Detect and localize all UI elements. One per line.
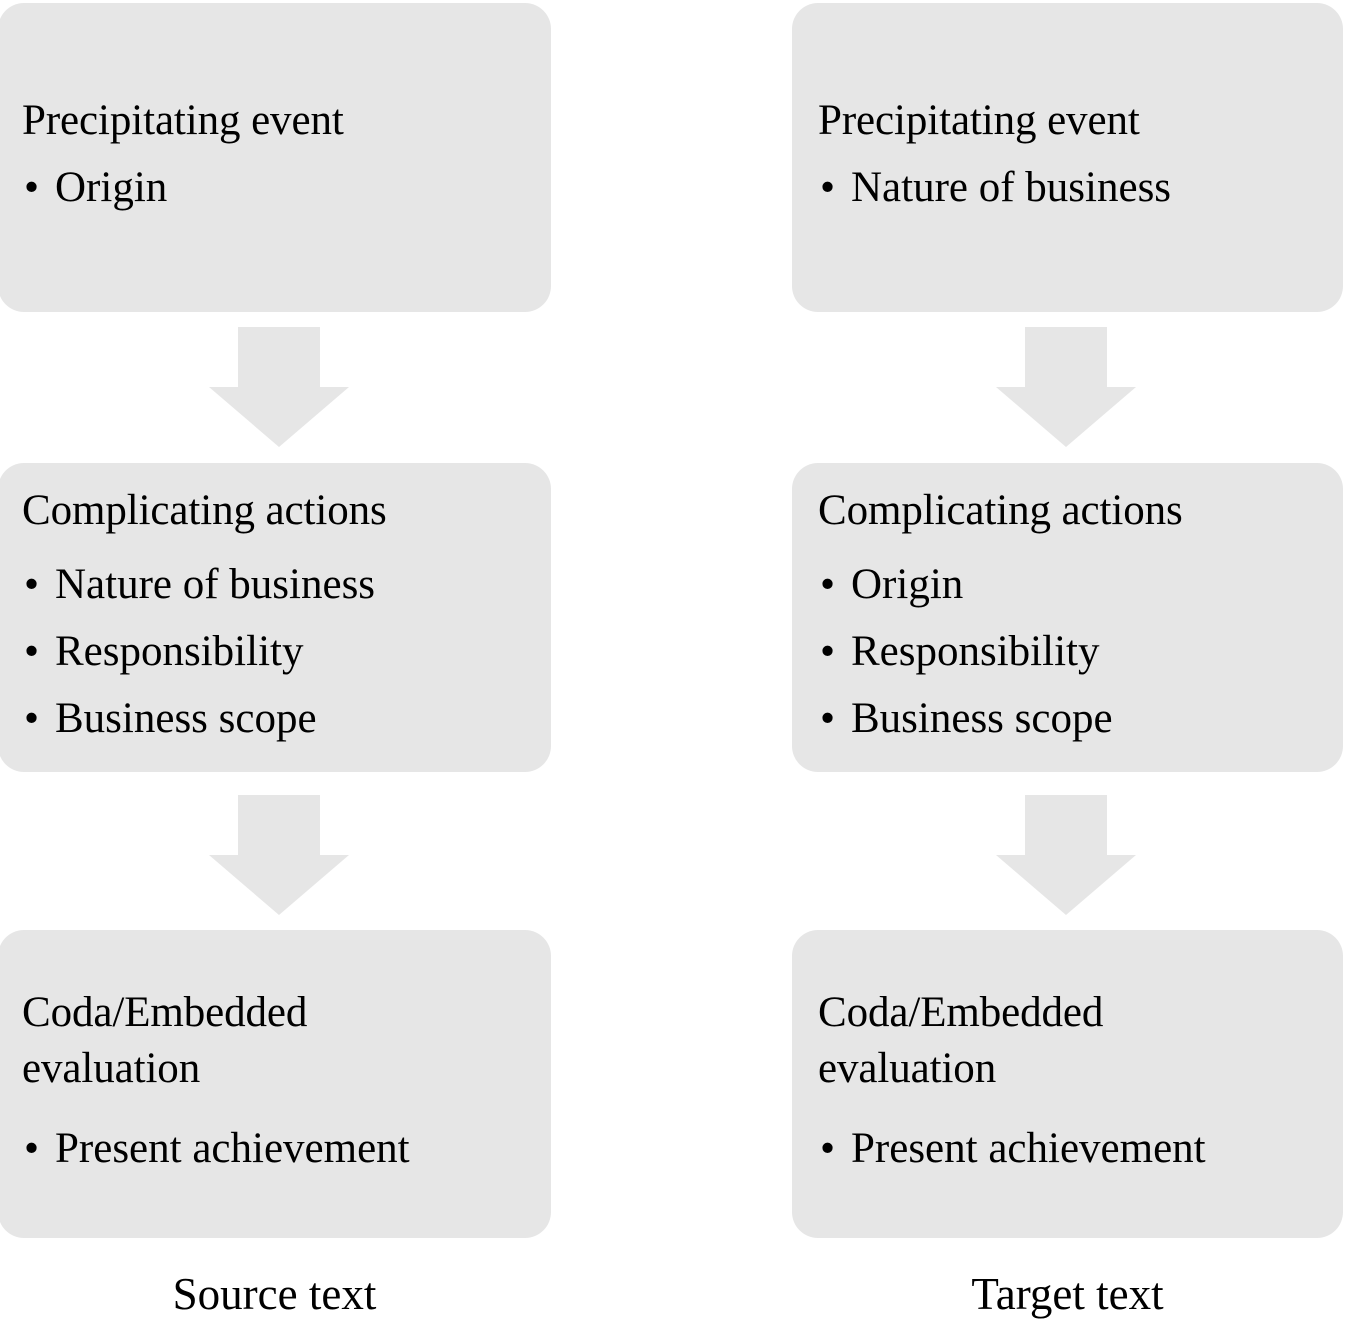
bullet-dot-icon: • [24,694,40,742]
stage-heading: Coda/Embedded evaluation [22,989,308,1092]
bullet-dot-icon: • [24,627,40,675]
stage-bullet-list: • Nature of business • Responsibility • … [22,552,527,752]
list-item: • Business scope [818,686,1319,753]
list-item-label: Responsibility [55,627,304,675]
bullet-dot-icon: • [24,561,40,609]
stage-bullet-list: • Nature of business [818,155,1319,222]
stage-box-precipitating-event-source: Precipitating event • Origin [0,3,551,312]
bullet-dot-icon: • [820,561,836,609]
bullet-dot-icon: • [820,694,836,742]
list-item: • Origin [818,552,1319,619]
list-item: • Present achievement [22,1116,527,1183]
stage-box-complicating-actions-target: Complicating actions • Origin • Responsi… [792,463,1343,772]
stage-heading: Precipitating event [818,97,1140,145]
list-item: • Origin [22,155,527,222]
bullet-dot-icon: • [24,163,40,211]
down-arrow-icon [209,327,349,447]
list-item-label: Origin [55,163,168,211]
stage-bullet-list: • Origin [22,155,527,222]
source-text-column: Precipitating event • Origin Complicatin… [0,0,558,1339]
bullet-dot-icon: • [820,627,836,675]
list-item-label: Nature of business [851,163,1172,211]
list-item: • Business scope [22,686,527,753]
stage-heading: Complicating actions [818,486,1183,534]
list-item-label: Nature of business [55,561,376,609]
bullet-dot-icon: • [820,163,836,211]
target-text-column: Precipitating event • Nature of business… [792,0,1347,1339]
stage-bullet-list: • Origin • Responsibility • Business sco… [818,552,1319,752]
bullet-dot-icon: • [820,1125,836,1173]
stage-heading: Coda/Embedded evaluation [818,989,1104,1092]
list-item-label: Present achievement [55,1125,410,1173]
down-arrow-icon [996,795,1136,915]
list-item: • Responsibility [818,619,1319,686]
list-item-label: Origin [851,561,964,609]
list-item: • Present achievement [818,1116,1319,1183]
list-item: • Responsibility [22,619,527,686]
down-arrow-icon [996,327,1136,447]
down-arrow-icon [209,795,349,915]
stage-box-coda-embedded-evaluation-source: Coda/Embedded evaluation • Present achie… [0,930,551,1238]
stage-heading: Precipitating event [22,97,344,145]
stage-bullet-list: • Present achievement [22,1116,527,1183]
column-caption-target: Target text [971,1269,1164,1319]
list-item: • Nature of business [818,155,1319,222]
list-item-label: Responsibility [851,627,1100,675]
stage-bullet-list: • Present achievement [818,1116,1319,1183]
list-item-label: Business scope [55,694,317,742]
list-item-label: Present achievement [851,1125,1206,1173]
stage-box-complicating-actions-source: Complicating actions • Nature of busines… [0,463,551,772]
column-caption-source: Source text [172,1269,377,1319]
stage-heading: Complicating actions [22,486,387,534]
bullet-dot-icon: • [24,1125,40,1173]
list-item: • Nature of business [22,552,527,619]
stage-box-precipitating-event-target: Precipitating event • Nature of business [792,3,1343,312]
stage-box-coda-embedded-evaluation-target: Coda/Embedded evaluation • Present achie… [792,930,1343,1238]
list-item-label: Business scope [851,694,1113,742]
